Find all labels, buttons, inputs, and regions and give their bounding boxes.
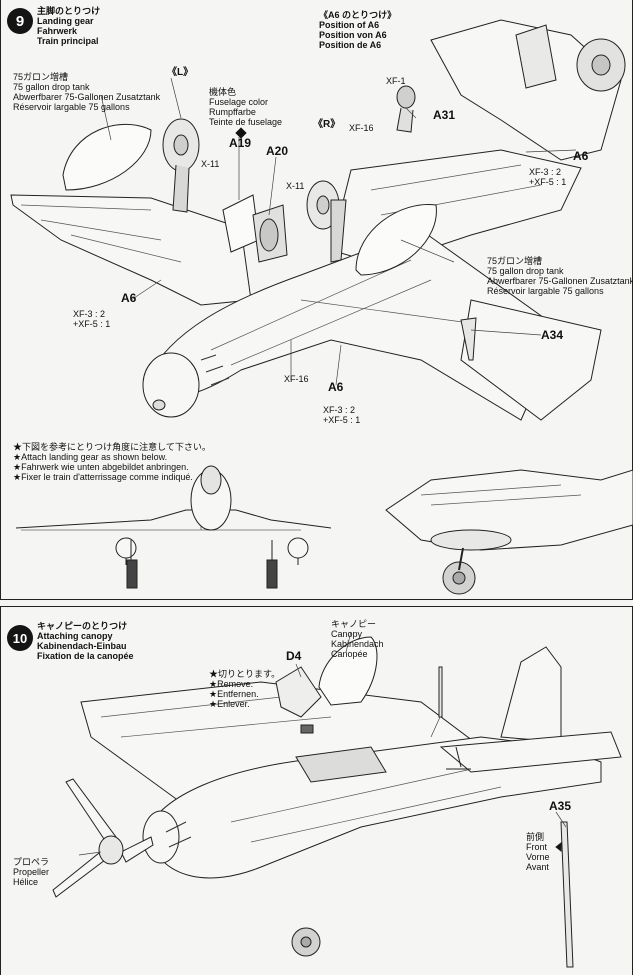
remove-en: ★Remove. bbox=[209, 679, 254, 689]
part-d4-label: D4 bbox=[286, 649, 302, 663]
title-ja: キャノピーのとりつけ bbox=[37, 621, 128, 631]
drop-tank-right-label: 75ガロン増槽 75 gallon drop tank Abwerfbarer … bbox=[487, 256, 633, 296]
paint-mix-right: XF-3 : 2 +XF-5 : 1 bbox=[529, 167, 566, 187]
remove-ja: ★切りとります。 bbox=[209, 669, 281, 679]
paint-mix-center: XF-3 : 2 +XF-5 : 1 bbox=[323, 405, 360, 425]
part-a34-label: A34 bbox=[541, 328, 564, 342]
canopy-ja: キャノピー bbox=[331, 619, 377, 629]
a6-heading-de: Position von A6 bbox=[319, 30, 387, 40]
a6-heading-fr: Position de A6 bbox=[319, 40, 382, 50]
note-de: ★Fahrwerk wie unten abgebildet anbringen… bbox=[13, 462, 189, 472]
part-a31-label: A31 bbox=[433, 108, 456, 122]
fuselage-fr: Teinte de fuselage bbox=[209, 117, 283, 127]
fuselage-color-label: 機体色 Fuselage color Rumpffarbe Teinte de … bbox=[209, 87, 282, 127]
landing-gear-note: ★下図を参考にとりつけ角度に注意して下さい。 ★Attach landing g… bbox=[13, 442, 211, 482]
mix-right-line-1: XF-3 : 2 bbox=[529, 167, 562, 177]
canopy-fr: Canopée bbox=[331, 649, 368, 659]
paint-xf16-top: XF-16 bbox=[349, 123, 374, 133]
step-10-title: キャノピーのとりつけ Attaching canopy Kabinendach-… bbox=[37, 621, 134, 661]
mix-left-line-2: +XF-5 : 1 bbox=[73, 319, 111, 329]
note-en: ★Attach landing gear as shown below. bbox=[13, 452, 168, 462]
part-a20-label: A20 bbox=[266, 144, 289, 158]
tank-left-en: 75 gallon drop tank bbox=[13, 82, 90, 92]
remove-note: ★切りとります。 ★Remove. ★Entfernen. ★Enlever. bbox=[209, 669, 280, 709]
title-fr: Train principal bbox=[37, 36, 99, 46]
propeller-en: Propeller bbox=[13, 867, 50, 877]
right-side-mark: 《R》 bbox=[313, 119, 341, 130]
drop-tank-left-label: 75ガロン増槽 75 gallon drop tank Abwerfbarer … bbox=[13, 72, 160, 112]
title-de: Kabinendach-Einbau bbox=[37, 641, 127, 651]
paint-x11-right: X-11 bbox=[286, 181, 305, 191]
fuselage-ja: 機体色 bbox=[209, 87, 237, 97]
canopy-diagram bbox=[52, 631, 622, 968]
tank-left-de: Abwerfbarer 75-Gallonen Zusatztank bbox=[13, 92, 161, 102]
tank-right-fr: Réservoir largable 75 gallons bbox=[487, 286, 604, 296]
propeller-label: プロペラ Propeller Hélice bbox=[13, 857, 49, 887]
mix-left-line-1: XF-3 : 2 bbox=[73, 309, 106, 319]
front-de: Vorne bbox=[526, 852, 550, 862]
tank-left-fr: Réservoir largable 75 gallons bbox=[13, 102, 130, 112]
canopy-label: キャノピー Canopy Kabinendach Canopée bbox=[331, 619, 384, 659]
left-side-mark: 《L》 bbox=[167, 67, 194, 78]
title-en: Attaching canopy bbox=[37, 631, 113, 641]
paint-x11-left: X-11 bbox=[201, 159, 220, 169]
a6-heading-ja: 《A6 のとりつけ》 bbox=[319, 10, 397, 20]
canopy-de: Kabinendach bbox=[331, 639, 384, 649]
mix-center-line-2: +XF-5 : 1 bbox=[323, 415, 361, 425]
title-en: Landing gear bbox=[37, 16, 94, 26]
part-a6-center-label: A6 bbox=[328, 380, 344, 394]
step-number-badge: 9 bbox=[7, 8, 33, 34]
front-en: Front bbox=[526, 842, 548, 852]
propeller-ja: プロペラ bbox=[13, 857, 50, 867]
landing-gear-diagram bbox=[10, 19, 633, 595]
note-ja: ★下図を参考にとりつけ角度に注意して下さい。 bbox=[13, 442, 211, 452]
note-fr: ★Fixer le train d'atterrissage comme ind… bbox=[13, 472, 193, 482]
tank-right-en: 75 gallon drop tank bbox=[487, 266, 564, 276]
step-number-badge: 10 bbox=[7, 625, 33, 651]
canopy-en: Canopy bbox=[331, 629, 363, 639]
tank-right-ja: 75ガロン増槽 bbox=[487, 256, 543, 266]
title-ja: 主脚のとりつけ bbox=[37, 6, 101, 16]
remove-fr: ★Enlever. bbox=[209, 699, 250, 709]
part-a19-label: A19 bbox=[229, 136, 252, 150]
mix-center-line-1: XF-3 : 2 bbox=[323, 405, 356, 415]
step-9-title: 主脚のとりつけ Landing gear Fahrwerk Train prin… bbox=[37, 6, 100, 46]
title-fr: Fixation de la canopée bbox=[37, 651, 134, 661]
mix-right-line-2: +XF-5 : 1 bbox=[529, 177, 567, 187]
remove-de: ★Entfernen. bbox=[209, 689, 259, 699]
front-ja: 前側 bbox=[526, 832, 545, 842]
title-de: Fahrwerk bbox=[37, 26, 78, 36]
paint-xf1: XF-1 bbox=[386, 76, 406, 86]
tank-right-de: Abwerfbarer 75-Gallonen Zusatztank bbox=[487, 276, 633, 286]
a6-heading-en: Position of A6 bbox=[319, 20, 380, 30]
paint-xf16-bottom: XF-16 bbox=[284, 374, 309, 384]
front-direction-label: 前側 Front Vorne Avant bbox=[526, 832, 550, 872]
step-10-panel: 10 キャノピーのとりつけ Attaching canopy Kabinenda… bbox=[0, 606, 633, 975]
propeller-fr: Hélice bbox=[13, 877, 39, 887]
part-a6-inset-label: A6 bbox=[573, 149, 589, 163]
front-fr: Avant bbox=[526, 862, 549, 872]
a6-position-heading: 《A6 のとりつけ》 Position of A6 Position von A… bbox=[319, 10, 396, 50]
fuselage-en: Fuselage color bbox=[209, 97, 269, 107]
paint-mix-left: XF-3 : 2 +XF-5 : 1 bbox=[73, 309, 110, 329]
step-9-panel: 9 主脚のとりつけ Landing gear Fahrwerk Train pr… bbox=[0, 0, 633, 600]
part-a35-label: A35 bbox=[549, 799, 572, 813]
part-a6-left-label: A6 bbox=[121, 291, 137, 305]
fuselage-de: Rumpffarbe bbox=[209, 107, 256, 117]
tank-left-ja: 75ガロン増槽 bbox=[13, 72, 69, 82]
